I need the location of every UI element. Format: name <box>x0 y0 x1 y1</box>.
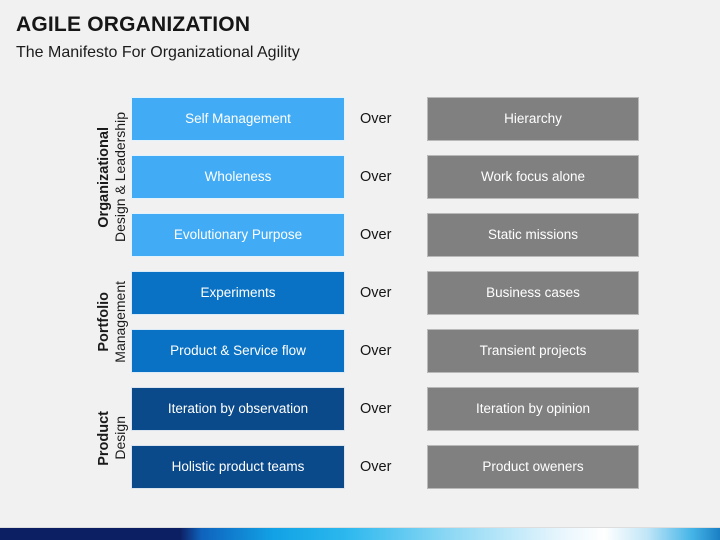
group-spacer <box>0 257 720 271</box>
agile-value-box[interactable]: Evolutionary Purpose <box>131 213 345 257</box>
agile-manifesto-matrix: Organizational Design & Leadership Self … <box>0 97 720 489</box>
page-subtitle: The Manifesto For Organizational Agility <box>16 44 300 61</box>
opposing-practice-box[interactable]: Work focus alone <box>427 155 639 199</box>
over-connector-label: Over <box>360 227 392 243</box>
group-organizational-design-leadership: Organizational Design & Leadership Self … <box>0 97 720 257</box>
group-portfolio-management: Portfolio Management Experiments Over Bu… <box>0 271 720 373</box>
matrix-row: Self Management Over Hierarchy <box>0 97 720 141</box>
agile-value-box[interactable]: Iteration by observation <box>131 387 345 431</box>
over-connector-label: Over <box>360 111 392 127</box>
agile-value-box[interactable]: Product & Service flow <box>131 329 345 373</box>
opposing-practice-box[interactable]: Business cases <box>427 271 639 315</box>
matrix-row: Wholeness Over Work focus alone <box>0 155 720 199</box>
group-product-design: Product Design Iteration by observation … <box>0 387 720 489</box>
over-connector-label: Over <box>360 401 392 417</box>
matrix-row: Product & Service flow Over Transient pr… <box>0 329 720 373</box>
opposing-practice-box[interactable]: Iteration by opinion <box>427 387 639 431</box>
opposing-practice-box[interactable]: Static missions <box>427 213 639 257</box>
over-connector-label: Over <box>360 343 392 359</box>
matrix-row: Holistic product teams Over Product owen… <box>0 445 720 489</box>
group-spacer <box>0 373 720 387</box>
over-connector-label: Over <box>360 459 392 475</box>
over-connector-label: Over <box>360 169 392 185</box>
opposing-practice-box[interactable]: Product oweners <box>427 445 639 489</box>
footer-divider <box>0 527 720 528</box>
agile-value-box[interactable]: Self Management <box>131 97 345 141</box>
slide-header: AGILE ORGANIZATION The Manifesto For Org… <box>16 12 706 64</box>
page-title: AGILE ORGANIZATION <box>16 13 251 36</box>
agile-value-box[interactable]: Wholeness <box>131 155 345 199</box>
agile-value-box[interactable]: Holistic product teams <box>131 445 345 489</box>
matrix-row: Evolutionary Purpose Over Static mission… <box>0 213 720 257</box>
opposing-practice-box[interactable]: Hierarchy <box>427 97 639 141</box>
agile-value-box[interactable]: Experiments <box>131 271 345 315</box>
opposing-practice-box[interactable]: Transient projects <box>427 329 639 373</box>
footer-gradient-bar <box>0 528 720 540</box>
over-connector-label: Over <box>360 285 392 301</box>
matrix-row: Iteration by observation Over Iteration … <box>0 387 720 431</box>
matrix-row: Experiments Over Business cases <box>0 271 720 315</box>
